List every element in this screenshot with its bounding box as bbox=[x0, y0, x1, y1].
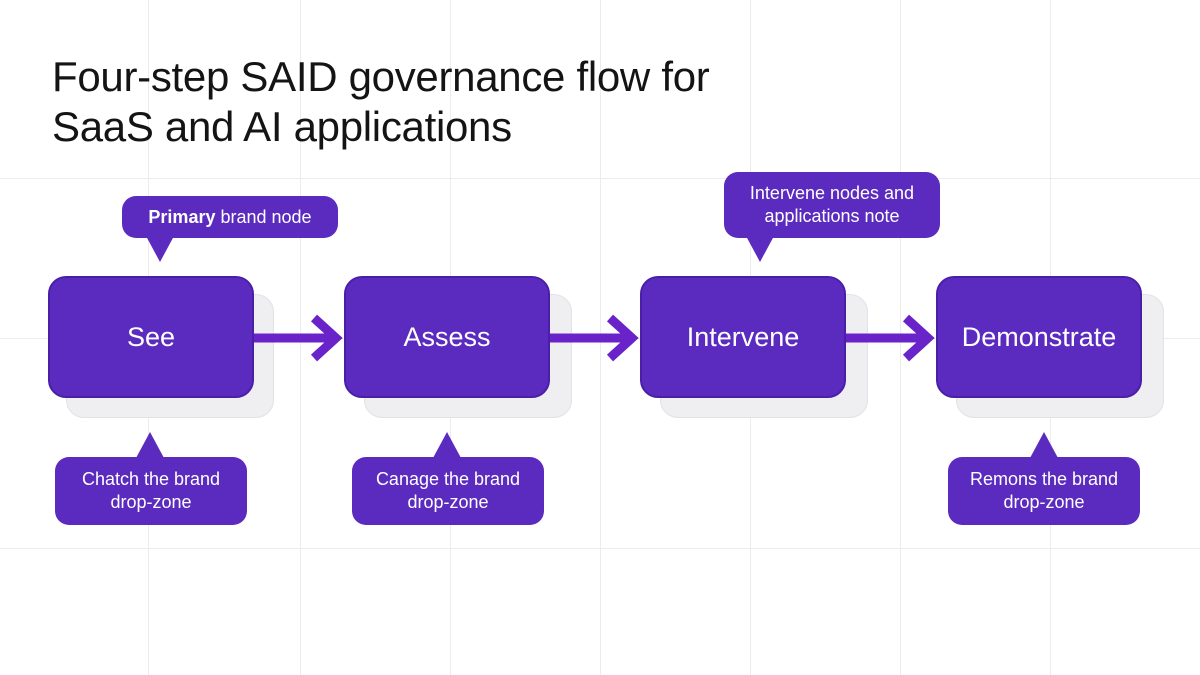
callout-assess-dropzone: Canage the brand drop-zone bbox=[352, 457, 544, 525]
callout-text: Chatch the brand drop-zone bbox=[82, 468, 220, 514]
callout-see-dropzone: Chatch the brand drop-zone bbox=[55, 457, 247, 525]
callout-demonstrate-dropzone: Remons the brand drop-zone bbox=[948, 457, 1140, 525]
callout-rest-text: brand node bbox=[215, 206, 312, 227]
callout-line-2: applications note bbox=[764, 206, 900, 226]
callout-bold-text: Primary bbox=[148, 206, 216, 227]
arrow-see-to-assess bbox=[254, 314, 343, 362]
callout-line-2: drop-zone bbox=[110, 492, 192, 512]
callout-tail bbox=[146, 236, 174, 262]
title-line-1: Four-step SAID governance flow for bbox=[52, 53, 710, 100]
node-intervene[interactable]: Intervene bbox=[640, 276, 846, 398]
arrow-assess-to-intervene bbox=[550, 314, 639, 362]
callout-intervene-note: Intervene nodes and applications note bbox=[724, 172, 940, 238]
callout-text: Canage the brand drop-zone bbox=[376, 468, 520, 514]
callout-line-1: Chatch the brand bbox=[81, 469, 221, 489]
callout-primary-brand-node: Primary brand node bbox=[122, 196, 338, 238]
arrow-intervene-to-demonstrate bbox=[846, 314, 935, 362]
grid-line bbox=[0, 548, 1200, 549]
callout-text: Remons the brand drop-zone bbox=[970, 468, 1118, 514]
node-assess[interactable]: Assess bbox=[344, 276, 550, 398]
callout-tail bbox=[136, 432, 164, 458]
callout-text: Intervene nodes and applications note bbox=[750, 182, 914, 228]
callout-line-2: drop-zone bbox=[407, 492, 489, 512]
callout-tail bbox=[746, 236, 774, 262]
grid-line bbox=[0, 178, 1200, 179]
node-see[interactable]: See bbox=[48, 276, 254, 398]
callout-line-1: Canage the brand bbox=[375, 469, 521, 489]
title-line-2: SaaS and AI applications bbox=[52, 103, 512, 150]
callout-line-1: Remons the brand bbox=[969, 469, 1119, 489]
callout-line-2: drop-zone bbox=[1003, 492, 1085, 512]
callout-line-1: Intervene nodes and bbox=[749, 183, 915, 203]
callout-tail bbox=[433, 432, 461, 458]
node-demonstrate[interactable]: Demonstrate bbox=[936, 276, 1142, 398]
callout-text: Primary brand node bbox=[148, 206, 311, 229]
diagram-title: Four-step SAID governance flow for SaaS … bbox=[52, 52, 952, 152]
callout-tail bbox=[1030, 432, 1058, 458]
